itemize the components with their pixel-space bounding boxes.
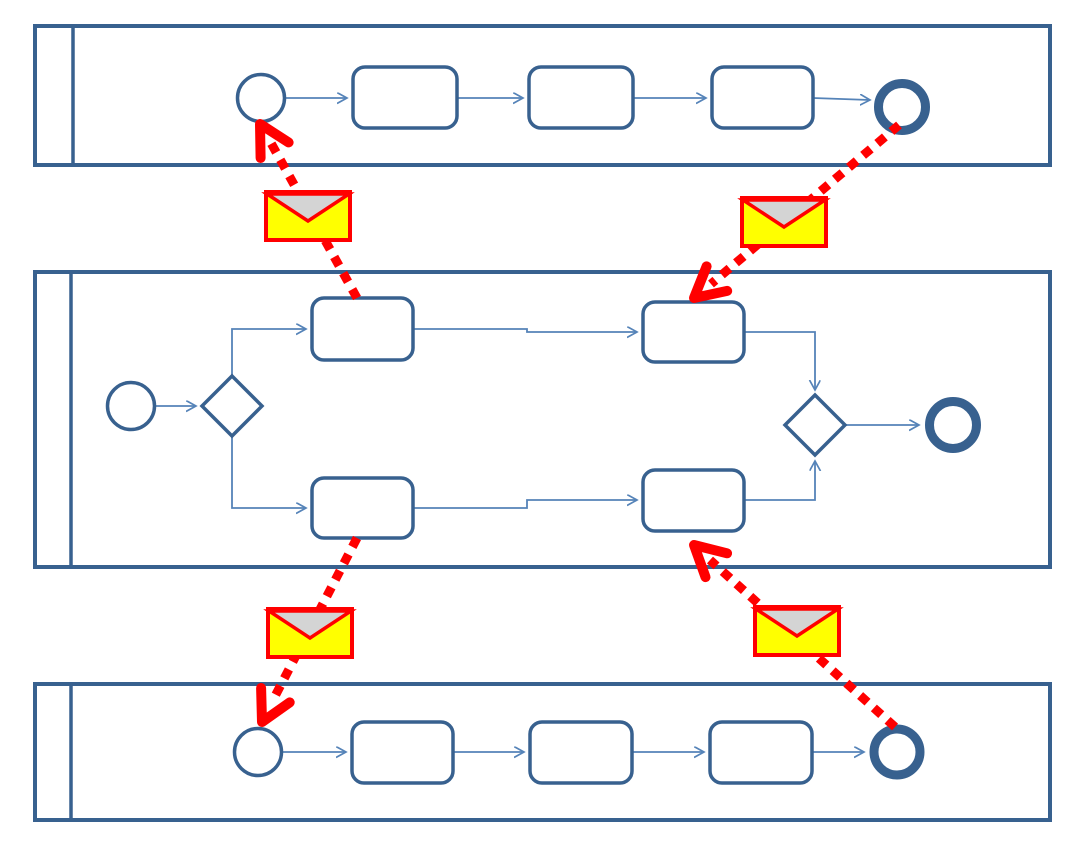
middle-start-event [105, 380, 157, 432]
middle-task-top-right [641, 300, 746, 364]
bottom-task-3 [708, 720, 814, 785]
envelope-flap [263, 609, 357, 641]
top-task-1 [351, 65, 459, 130]
seq-mid-top-across [413, 329, 637, 332]
middle-gateway-split [199, 373, 265, 439]
bottom-task-1 [350, 720, 455, 785]
middle-task-top-left [310, 296, 415, 362]
pool-top-border [33, 24, 1052, 167]
message-flow-3-arrowhead [256, 683, 295, 727]
seq-mid-bottom-across [413, 500, 637, 509]
message-flow-4-arrowhead [689, 540, 733, 583]
pool-bottom-border [33, 682, 1052, 822]
envelope-icon-3 [263, 607, 357, 659]
sequence-flows [156, 98, 919, 752]
seq-mid-top-merge [744, 331, 815, 390]
middle-task-bottom-left [310, 476, 415, 540]
envelope-icon-4 [750, 605, 844, 657]
message-flow-1-arrowhead [255, 119, 294, 163]
middle-gateway-merge [782, 392, 848, 458]
envelope-flap [261, 192, 355, 224]
message-flow-3-line [268, 535, 361, 705]
top-task-3 [710, 65, 815, 130]
pool-middle-nodes [105, 296, 981, 540]
message-envelopes [261, 190, 844, 659]
envelope-flap [750, 607, 844, 639]
message-flow-4-line [706, 556, 899, 731]
pool-middle-border [33, 270, 1052, 569]
pool-bottom [33, 682, 1052, 822]
bottom-task-2 [528, 720, 634, 785]
middle-end-event [925, 397, 981, 453]
pool-top [33, 24, 1052, 167]
envelope-flap [737, 198, 831, 230]
top-start-event [235, 72, 287, 124]
seq-mid-split-up [231, 329, 306, 376]
pool-middle [33, 270, 1052, 569]
envelope-icon-2 [737, 196, 831, 248]
envelope-icon-1 [261, 190, 355, 242]
top-end-event [874, 79, 930, 135]
seq-mid-split-down [231, 436, 306, 508]
message-flow-2-line [708, 121, 902, 288]
seq-top-4 [812, 98, 870, 100]
pool-bottom-nodes [232, 720, 925, 785]
top-task-2 [527, 65, 635, 130]
message-flow-2-arrowhead [689, 261, 733, 303]
seq-mid-bottom-merge [744, 461, 815, 501]
middle-task-bottom-right [641, 468, 746, 533]
bottom-start-event [232, 726, 284, 778]
bottom-end-event [869, 724, 925, 780]
message-flows [255, 119, 902, 731]
